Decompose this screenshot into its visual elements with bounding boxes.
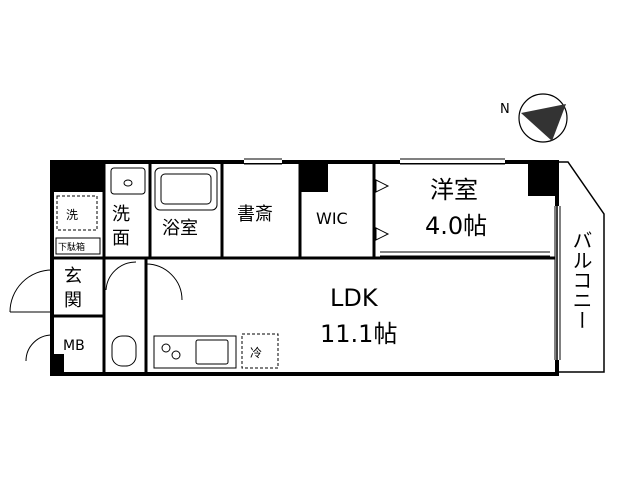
north-arrow-icon: [521, 104, 566, 141]
walls: [50, 158, 561, 376]
shoe-box-label: 下駄箱: [58, 241, 85, 253]
basin-drain-icon: [123, 179, 133, 187]
washroom-label-line1: 洗: [112, 204, 130, 225]
washer-space: [56, 195, 98, 231]
washer-label: 洗: [66, 208, 78, 222]
ldk-name: LDK: [330, 284, 379, 312]
fridge-space: [241, 333, 279, 369]
kitchen-counter: [153, 335, 237, 369]
fridge-label: 冷: [250, 346, 262, 360]
north-label: N: [500, 102, 510, 117]
balcony-label: バルコニー: [569, 230, 593, 330]
washroom-label-line2: 面: [112, 228, 130, 249]
wash-basin: [110, 167, 146, 195]
stove-burner-icon: [171, 350, 181, 360]
shoe-box: [55, 237, 101, 255]
bathroom-label: 浴室: [162, 218, 198, 239]
western-room-size: 4.0帖: [425, 212, 487, 240]
study-label: 書斎: [237, 204, 273, 225]
wic-label: WIC: [316, 209, 348, 228]
stove-burner-icon: [161, 343, 171, 353]
western-room-name: 洋室: [430, 176, 478, 204]
balcony-outline: [556, 161, 605, 373]
fixtures: [55, 167, 279, 369]
doors: [9, 179, 390, 362]
sink-icon: [195, 339, 229, 365]
compass: N: [500, 93, 568, 143]
entrance-label-line2: 関: [64, 290, 82, 311]
mb-label: MB: [63, 338, 85, 354]
entrance-label-line1: 玄: [64, 266, 82, 287]
bathtub: [154, 167, 218, 211]
toilet-icon: [111, 335, 137, 367]
ldk-size: 11.1帖: [320, 320, 397, 348]
